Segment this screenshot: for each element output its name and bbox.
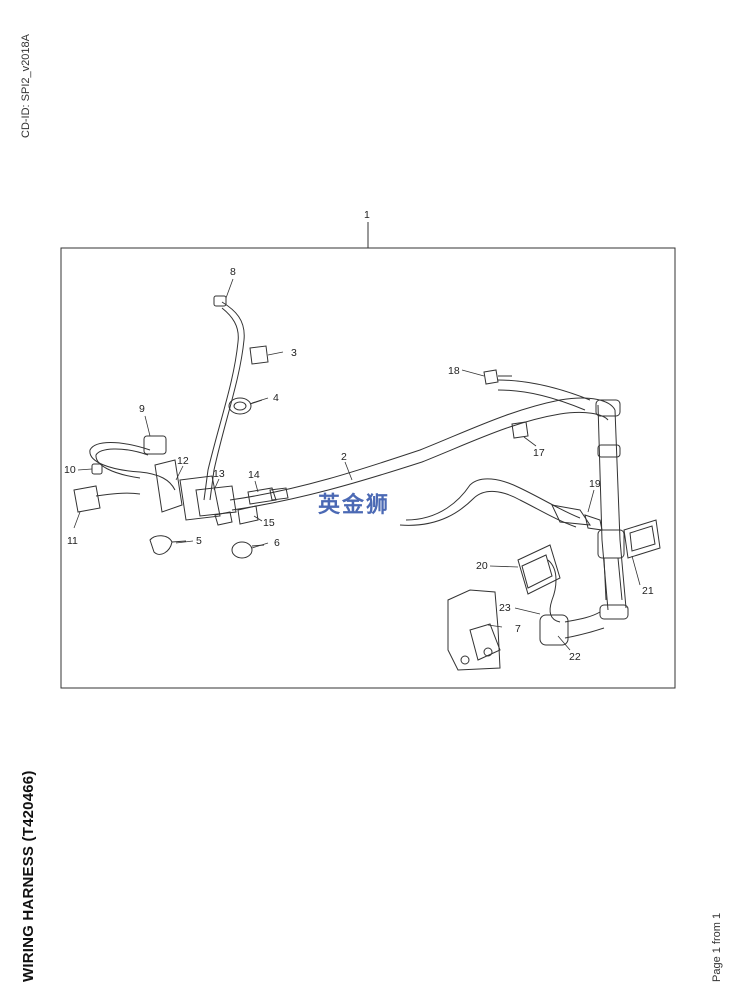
- callout-20: 20: [476, 560, 488, 572]
- leader-lines: [73, 278, 641, 651]
- branch-wire-8: [203, 295, 245, 501]
- callout-17: 17: [533, 447, 545, 459]
- branch-wire-9: [89, 435, 176, 491]
- callout-19: 19: [589, 478, 601, 490]
- harness-branch-22: [539, 611, 605, 646]
- connector-14: [247, 487, 289, 505]
- watermark-logo: 英金狮: [318, 493, 391, 518]
- connector-15: [237, 505, 259, 525]
- clamp-6: [231, 541, 265, 559]
- callout-6: 6: [274, 537, 280, 549]
- callout-13: 13: [213, 468, 225, 480]
- sensor-3: [249, 345, 269, 365]
- callout-9: 9: [139, 403, 145, 415]
- connector-17: [511, 421, 529, 439]
- ecu-module-20: [517, 544, 561, 623]
- connector-18: [483, 369, 512, 385]
- callout-15: 15: [263, 517, 275, 529]
- callout-23: 23: [499, 602, 511, 614]
- callout-14: 14: [248, 469, 260, 481]
- connector-21: [623, 519, 661, 559]
- callout-11: 11: [67, 535, 78, 547]
- bracket-plate-7: [447, 589, 501, 671]
- connector-19: [551, 504, 603, 531]
- callout-12: 12: [177, 455, 189, 467]
- callout-labels: 1 2 3 4 5 6 7 8 9 10 11 12 13 14 15 17 1…: [64, 209, 654, 663]
- callout-21: 21: [642, 585, 654, 597]
- callout-18: 18: [448, 365, 460, 377]
- connector-10: [91, 463, 103, 475]
- callout-5: 5: [196, 535, 202, 547]
- clip-5: [149, 535, 187, 555]
- main-harness: [229, 379, 616, 528]
- callout-3: 3: [291, 347, 297, 359]
- callout-10: 10: [64, 464, 76, 476]
- callout-8: 8: [230, 266, 236, 278]
- callout-4: 4: [273, 392, 279, 404]
- clamp-4: [228, 397, 263, 415]
- connector-cluster-12-13: [154, 459, 237, 526]
- vertical-conduit: [595, 399, 629, 620]
- callout-22: 22: [569, 651, 581, 663]
- diagram-frame: [60, 247, 676, 689]
- callout-2: 2: [341, 451, 347, 463]
- connector-11: [73, 485, 141, 513]
- callout-1: 1: [364, 209, 370, 221]
- callout-7: 7: [515, 623, 521, 635]
